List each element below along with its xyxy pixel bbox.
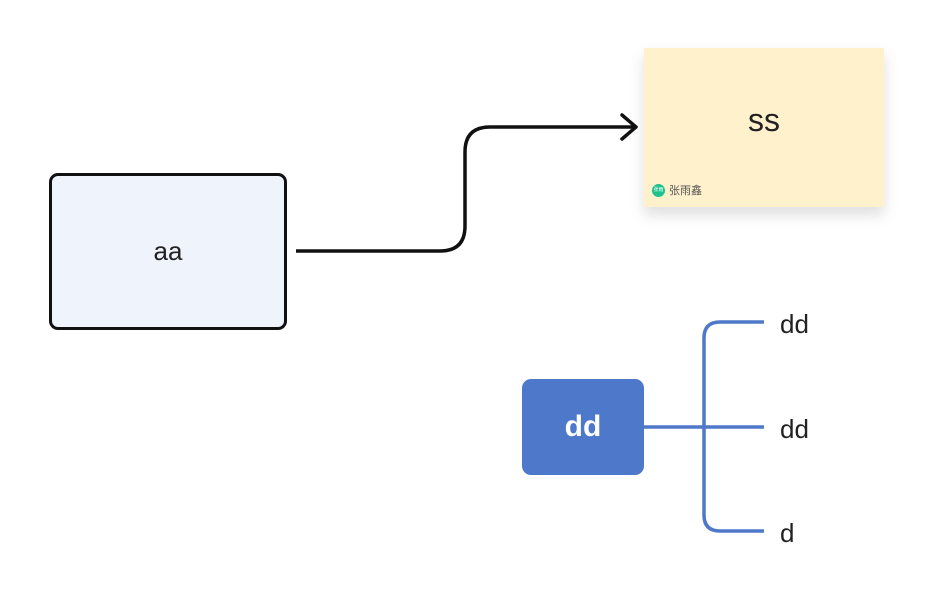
mind-map-child-node-3[interactable]: d — [780, 518, 795, 548]
rectangle-label: aa — [153, 236, 183, 266]
sticky-note-text: ss — [748, 102, 780, 138]
author-name: 张雨鑫 — [669, 185, 702, 197]
sticky-note-author: 张雨 张雨鑫 — [652, 182, 702, 198]
arrow-head-icon — [620, 113, 638, 141]
mind-map-child-node-1[interactable]: dd — [780, 309, 809, 339]
rectangle-shape[interactable]: aa — [49, 173, 287, 330]
mind-map-root-label: dd — [564, 410, 602, 443]
sticky-note[interactable]: ss 张雨 张雨鑫 — [644, 48, 884, 207]
arrow-connector[interactable] — [296, 125, 634, 253]
avatar: 张雨 — [652, 183, 665, 197]
mind-map-root-node[interactable]: dd — [522, 379, 644, 475]
mind-map-branch-1 — [702, 320, 764, 427]
mind-map-child-node-2[interactable]: dd — [780, 414, 809, 444]
mind-map-branch-3 — [702, 427, 764, 533]
